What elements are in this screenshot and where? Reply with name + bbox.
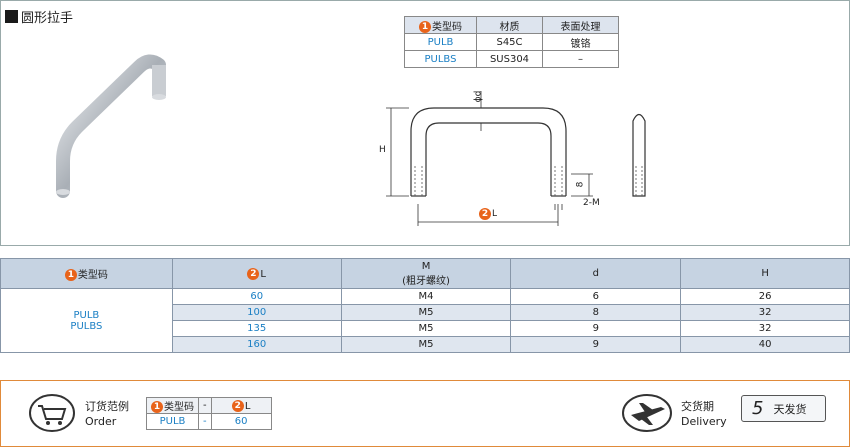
order-value-type: PULB (146, 413, 199, 430)
order-value-l: 60 (210, 413, 272, 430)
order-label: 订货范例 Order (85, 400, 129, 428)
badge-2-icon: 2 (479, 207, 491, 220)
spec-cell: M4 (340, 288, 512, 305)
spec-cell: 32 (680, 304, 850, 321)
spec-cell: M5 (340, 336, 512, 353)
shopping-cart-icon (29, 394, 75, 432)
dim-8-label: 8 (575, 181, 586, 188)
spec-cell: 6 (510, 288, 682, 305)
material-cell: S45C (476, 33, 543, 51)
dim-phi-d-label: ϕd (473, 90, 484, 103)
spec-header-m: M(粗牙螺纹) (340, 258, 512, 289)
spec-cell: 100 (171, 304, 342, 321)
spec-cell: 9 (510, 336, 682, 353)
handle-product-image (56, 54, 166, 198)
badge-1-icon: 1 (151, 401, 163, 413)
material-cell: SUS304 (476, 50, 543, 68)
technical-drawing (386, 91, 646, 226)
spec-cell: 60 (171, 288, 342, 305)
page-title: 圆形拉手 (5, 7, 73, 26)
order-header-dash: - (198, 397, 212, 414)
material-cell: PULBS (404, 50, 477, 68)
spec-cell: M5 (340, 304, 512, 321)
material-cell: PULB (404, 33, 477, 51)
spec-cell: 9 (510, 320, 682, 337)
spec-cell: 8 (510, 304, 682, 321)
spec-cell: 135 (171, 320, 342, 337)
material-header-surface: 表面处理 (542, 16, 619, 34)
badge-1-icon: 1 (64, 269, 77, 281)
spec-cell: 32 (680, 320, 850, 337)
badge-2-icon: 2 (247, 267, 260, 280)
delivery-days-badge: 5 天发货 (741, 395, 826, 422)
spec-cell: M5 (340, 320, 512, 337)
badge-2-icon: 2 (231, 399, 244, 412)
material-cell: 镀铬 (542, 33, 619, 51)
delivery-label: 交货期 Delivery (681, 400, 727, 428)
spec-cell: 40 (680, 336, 850, 353)
airplane-icon (622, 394, 672, 432)
spec-header-h: H (680, 258, 850, 289)
order-value-dash: - (198, 413, 212, 430)
material-header-material: 材质 (476, 16, 543, 34)
dim-m-label: 2-M (583, 198, 600, 208)
spec-header-d: d (510, 258, 682, 289)
badge-1-icon: 1 (419, 20, 431, 33)
title-square-icon (5, 10, 18, 23)
dim-h-label: H (379, 145, 386, 155)
material-cell: – (542, 50, 619, 68)
spec-cell: 26 (680, 288, 850, 305)
spec-cell: 160 (171, 336, 342, 353)
